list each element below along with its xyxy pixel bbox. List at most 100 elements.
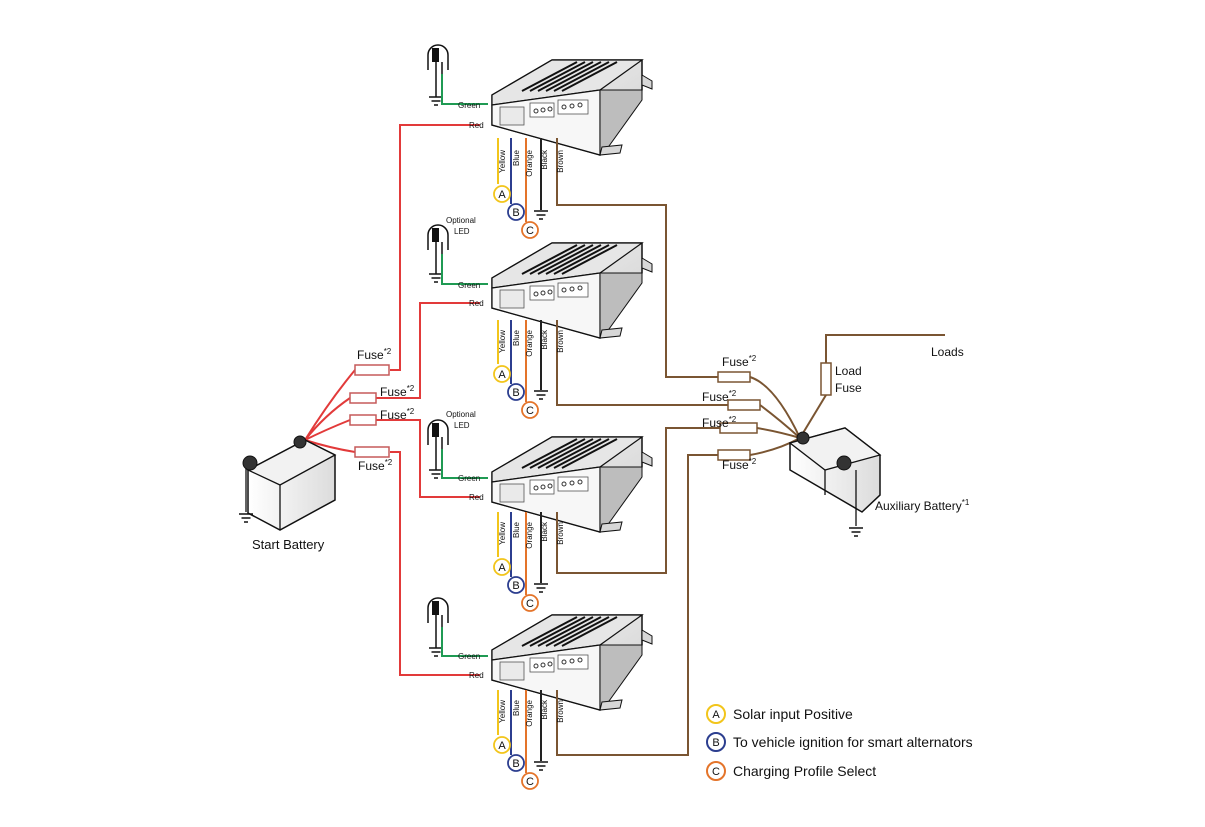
- wire-label-green: Green: [458, 652, 480, 661]
- marker-c: C: [526, 776, 534, 788]
- marker-c: C: [526, 225, 534, 237]
- svg-text:Fuse*2: Fuse*2: [702, 415, 737, 430]
- wire-label-green: Green: [458, 101, 480, 110]
- marker-b: B: [512, 207, 519, 219]
- wire-label-red: Red: [469, 671, 484, 680]
- wire-label-green: Green: [458, 474, 480, 483]
- fuse-start-3: [349, 414, 377, 426]
- aux-battery-label: Auxiliary Battery: [875, 499, 962, 513]
- load-fuse: [820, 362, 832, 396]
- marker-a: A: [498, 740, 506, 752]
- fuses: [349, 364, 390, 458]
- svg-text:Fuse*2: Fuse*2: [722, 354, 757, 369]
- aux-fuses: [717, 362, 832, 461]
- wire-label-yellow: Yellow: [498, 150, 507, 173]
- fuse-label: Fuse: [380, 385, 407, 399]
- legend-marker: B: [712, 737, 719, 749]
- fuse-sup: *2: [729, 389, 737, 398]
- marker-a: A: [498, 562, 506, 574]
- fuse-start-4: [354, 446, 390, 458]
- fuse-label: Fuse: [380, 408, 407, 422]
- fuse-sup: *2: [407, 384, 415, 393]
- svg-text:Auxiliary Battery*1: Auxiliary Battery*1: [875, 498, 970, 513]
- start-battery-label: Start Battery: [252, 537, 325, 552]
- fuse-aux-1: [717, 371, 751, 383]
- fuse-sup: *2: [385, 458, 393, 467]
- marker-b: B: [512, 580, 519, 592]
- legend-text: Solar input Positive: [733, 706, 853, 722]
- fuse-sup: *2: [729, 415, 737, 424]
- fuse-label: Fuse: [702, 390, 729, 404]
- legend-text: To vehicle ignition for smart alternator…: [733, 734, 973, 750]
- fuse-aux-4: [717, 449, 751, 461]
- wire-label-red: Red: [469, 299, 484, 308]
- fuse-label: Fuse: [702, 416, 729, 430]
- wire-label-yellow: Yellow: [498, 330, 507, 353]
- legend-text: Charging Profile Select: [733, 763, 876, 779]
- charger-unit-1: Green Red Yellow Blue Orange Black Brown…: [427, 44, 653, 239]
- wire-label-blue: Blue: [512, 521, 521, 538]
- charger-unit-2: Optional LED Green Red Yellow Blue Orang…: [427, 216, 653, 419]
- fuse-label: Fuse: [722, 458, 749, 472]
- optional-label: Optional: [446, 410, 476, 419]
- svg-text:Fuse*2: Fuse*2: [358, 458, 393, 473]
- start-battery: [238, 435, 337, 531]
- marker-b: B: [512, 758, 519, 770]
- loads-label: Loads: [931, 345, 964, 359]
- legend-item-c: C Charging Profile Select: [706, 761, 876, 781]
- red-wiring: [304, 124, 480, 676]
- wire-label-green: Green: [458, 281, 480, 290]
- marker-b: B: [512, 387, 519, 399]
- wire-label-orange: Orange: [525, 329, 534, 356]
- wire-label-brown: Brown: [556, 522, 565, 545]
- wire-label-black: Black: [540, 699, 549, 720]
- marker-c: C: [526, 405, 534, 417]
- wire-label-red: Red: [469, 493, 484, 502]
- legend-marker: C: [712, 766, 720, 778]
- legend-item-a: A Solar input Positive: [706, 704, 853, 724]
- legend: A Solar input Positive B To vehicle igni…: [706, 704, 973, 781]
- optional-label: Optional: [446, 216, 476, 225]
- fuse-sup: *2: [749, 457, 757, 466]
- fuse-start-2: [349, 392, 377, 404]
- charger-unit-3: Optional LED Green Red Yellow Blue Orang…: [427, 410, 653, 612]
- fuse-start-1: [354, 364, 390, 376]
- svg-text:Fuse*2: Fuse*2: [702, 389, 737, 404]
- marker-a: A: [498, 369, 506, 381]
- wire-label-orange: Orange: [525, 149, 534, 176]
- charger-unit-4: Green Red Yellow Blue Orange Black Brown…: [427, 597, 653, 790]
- wire-label-orange: Orange: [525, 699, 534, 726]
- fuse-sup: *2: [384, 347, 392, 356]
- marker-c: C: [526, 598, 534, 610]
- fuse-sup: *2: [407, 407, 415, 416]
- load-fuse-label-1: Load: [835, 364, 862, 378]
- fuse-aux-3: [719, 422, 758, 434]
- wire-label-yellow: Yellow: [498, 700, 507, 723]
- marker-a: A: [498, 189, 506, 201]
- svg-text:Fuse*2: Fuse*2: [722, 457, 757, 472]
- wire-label-brown: Brown: [556, 150, 565, 173]
- wire-label-black: Black: [540, 149, 549, 170]
- wire-label-black: Black: [540, 521, 549, 542]
- load-fuse-label-2: Fuse: [835, 381, 862, 395]
- wire-label-orange: Orange: [525, 521, 534, 548]
- svg-text:Fuse*2: Fuse*2: [380, 384, 415, 399]
- legend-item-b: B To vehicle ignition for smart alternat…: [706, 732, 973, 752]
- led-label: LED: [454, 227, 470, 236]
- wire-label-blue: Blue: [512, 149, 521, 166]
- fuse-aux-2: [727, 399, 761, 411]
- wire-label-brown: Brown: [556, 330, 565, 353]
- led-label: LED: [454, 421, 470, 430]
- wire-label-black: Black: [540, 329, 549, 350]
- fuse-sup: *2: [749, 354, 757, 363]
- wire-label-yellow: Yellow: [498, 522, 507, 545]
- legend-marker: A: [712, 709, 720, 721]
- wire-label-red: Red: [469, 121, 484, 130]
- wire-label-brown: Brown: [556, 700, 565, 723]
- brown-wiring: [556, 165, 945, 756]
- fuse-label: Fuse: [358, 459, 385, 473]
- svg-text:Fuse*2: Fuse*2: [357, 347, 392, 362]
- fuse-labels: Fuse*2 Fuse*2 Fuse*2 Fuse*2 Fuse*2 Fuse*…: [357, 347, 757, 473]
- svg-text:Fuse*2: Fuse*2: [380, 407, 415, 422]
